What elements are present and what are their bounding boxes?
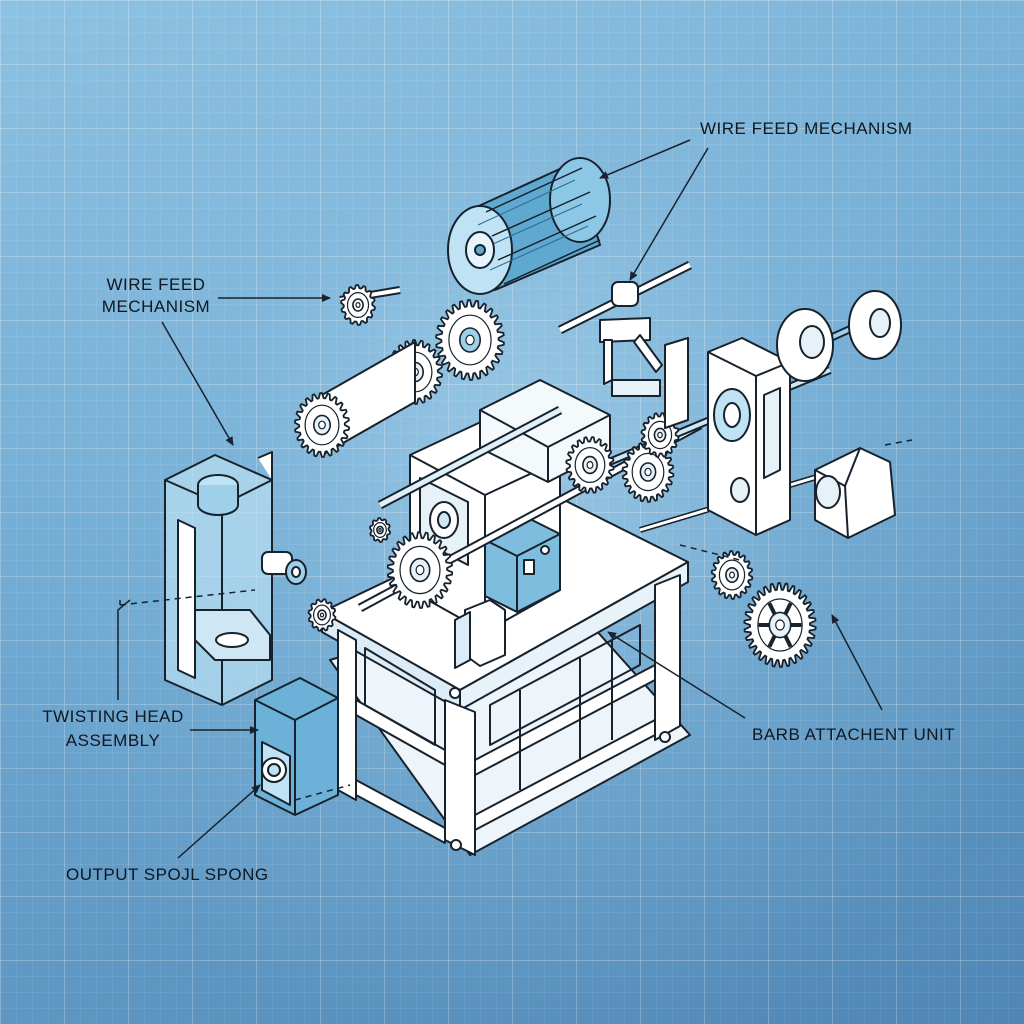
- gear-right-small: [710, 550, 754, 600]
- leader-output: [177, 784, 261, 859]
- large-gear-top: [435, 299, 505, 381]
- gear-group: [293, 284, 817, 668]
- gear-center-2: [621, 441, 675, 503]
- label-wire-feed-top: WIRE FEED MECHANISM: [700, 119, 913, 138]
- leader-barb-2: [831, 614, 883, 711]
- label-twisting-line1: TWISTING HEAD: [42, 707, 184, 726]
- gear-shaft-left: [386, 531, 454, 609]
- leader-barb-1: [607, 631, 746, 719]
- label-wire-feed-left-line1: WIRE FEED: [106, 275, 206, 294]
- hidden-lines: [119, 439, 913, 801]
- leader-wire-feed-left-2: [161, 321, 234, 446]
- leader-wire-feed-top-1: [599, 139, 691, 179]
- right-cam-block: [814, 447, 896, 539]
- shaft-coupling-left: [261, 551, 307, 585]
- leader-twisting-1: [117, 599, 131, 700]
- right-frame-bracket: [707, 337, 791, 536]
- label-barb-unit: BARB ATTACHENT UNIT: [752, 725, 956, 744]
- gear-right-large: [743, 582, 817, 668]
- small-gear-top-left: [340, 284, 376, 326]
- gear-center-1: [565, 436, 615, 494]
- gear-cylinder-front: [293, 392, 351, 458]
- gear-tiny-housing: [368, 517, 392, 543]
- leader-wire-feed-top-2: [629, 147, 709, 281]
- label-wire-feed-left-line2: MECHANISM: [101, 297, 211, 316]
- leader-lines: [117, 139, 883, 859]
- label-output-spool: OUTPUT SPOJL SPONG: [66, 865, 269, 884]
- electric-motor: [447, 157, 611, 295]
- output-spool-block: [254, 677, 339, 816]
- idler-rollers: [776, 290, 902, 382]
- small-gear-shaft-end: [307, 598, 337, 632]
- twisting-head-housing: [164, 451, 273, 706]
- label-twisting-line2: ASSEMBLY: [65, 731, 161, 750]
- linkage-arm: [599, 281, 689, 429]
